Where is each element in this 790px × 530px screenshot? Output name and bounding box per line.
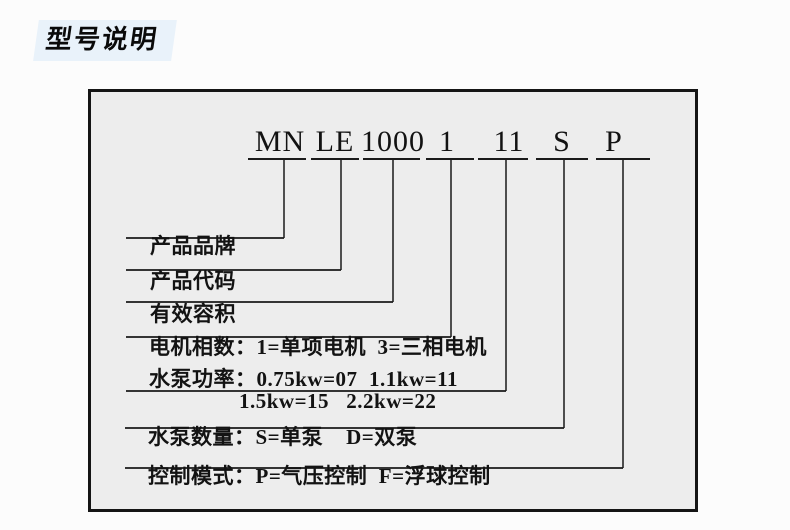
legend-row-motor-phase: 电机相数：1=单项电机 3=三相电机 [126, 311, 487, 383]
legend-label: 产品品牌 [150, 234, 236, 258]
page-title: 型号说明 [33, 20, 177, 61]
legend-row-control-mode: 控制模式：P=气压控制 F=浮球控制 [125, 440, 491, 512]
code-segment-control-mode: P [605, 125, 623, 158]
legend-label: 有效容积 [150, 302, 236, 326]
legend-row-volume: 有效容积 [127, 278, 236, 350]
legend-row-pump-power: 水泵功率：0.75kw=07 1.1kw=11 [126, 343, 458, 415]
legend-label: 产品代码 [150, 269, 236, 293]
legend-row-pump-quantity: 水泵数量：S=单泵 D=双泵 [125, 401, 417, 473]
legend-row-product-code: 产品代码 [127, 245, 236, 317]
legend-values: P=气压控制 F=浮球控制 [255, 464, 491, 488]
code-segment-product-code: LE [315, 125, 355, 158]
code-segment-pump-power: 11 [493, 125, 525, 158]
legend-values: S=单泵 D=双泵 [255, 425, 418, 449]
legend-values: 1.5kw=15 2.2kw=22 [239, 389, 437, 413]
legend-row-pump-power-line2: 1.5kw=15 2.2kw=22 [216, 365, 436, 437]
legend-label: 控制模式： [148, 464, 256, 488]
legend-label: 水泵数量： [148, 425, 256, 449]
legend-values: 0.75kw=07 1.1kw=11 [256, 367, 458, 391]
code-segment-volume: 1000 [361, 125, 425, 158]
legend-values: 1=单项电机 3=三相电机 [256, 335, 487, 359]
page-title-text: 型号说明 [44, 24, 161, 54]
code-segment-motor-phase: 1 [439, 125, 455, 158]
legend-label: 电机相数： [149, 335, 257, 359]
code-segment-brand: MN [254, 125, 306, 158]
code-segment-pump-quantity: S [553, 125, 571, 158]
legend-row-brand: 产品品牌 [127, 210, 236, 282]
legend-label: 水泵功率： [149, 367, 257, 391]
